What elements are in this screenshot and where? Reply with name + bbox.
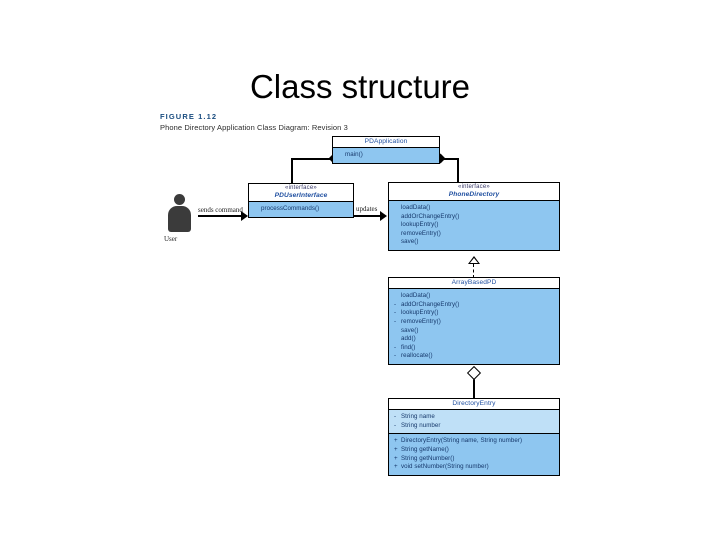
- class-member: -lookupEntry(): [394, 309, 555, 318]
- class-header-arraybasedpd: ArrayBasedPD: [389, 278, 559, 290]
- class-box-directoryentry: DirectoryEntry -String name -String numb…: [388, 398, 560, 476]
- class-member: +DirectoryEntry(String name, String numb…: [394, 437, 555, 446]
- class-member: +void setNumber(String number): [394, 463, 555, 472]
- realization-line: [473, 264, 474, 278]
- connector-pdapplication-stem-left: [291, 160, 293, 183]
- member-visibility: -: [394, 352, 397, 360]
- class-diagram-figure: FIGURE 1.12 Phone Directory Application …: [160, 112, 560, 497]
- member-text: add(): [401, 335, 416, 343]
- member-text: save(): [401, 238, 419, 246]
- member-visibility: +: [394, 454, 398, 462]
- member-text: removeEntry(): [401, 229, 441, 237]
- association-arrow-user: [241, 211, 248, 221]
- class-member: removeEntry(): [394, 230, 555, 239]
- class-member: main(): [338, 151, 435, 160]
- member-text: lookupEntry(): [401, 221, 439, 229]
- class-operations-arraybasedpd: loadData() -addOrChangeEntry() -lookupEn…: [389, 289, 559, 364]
- association-arrow-updates: [380, 211, 387, 221]
- class-operations-pdapplication: main(): [333, 148, 439, 163]
- member-visibility: +: [394, 437, 398, 445]
- realization-triangle: [468, 256, 480, 264]
- member-text: String number: [401, 421, 441, 429]
- class-operations-phonedirectory: loadData() addOrChangeEntry() lookupEntr…: [389, 201, 559, 250]
- aggregation-diamond: [466, 365, 482, 381]
- connector-pdapplication-bus-left: [291, 158, 334, 160]
- class-name-arraybasedpd: ArrayBasedPD: [451, 279, 497, 286]
- class-member: save(): [394, 327, 555, 336]
- class-header-pdapplication: PDApplication: [333, 137, 439, 149]
- member-text: find(): [401, 343, 416, 351]
- edge-label-sends-command: sends command: [198, 206, 243, 214]
- class-member: save(): [394, 238, 555, 247]
- member-visibility: -: [394, 318, 397, 326]
- class-member: -removeEntry(): [394, 318, 555, 327]
- person-icon-head: [174, 194, 185, 205]
- figure-caption: Phone Directory Application Class Diagra…: [160, 123, 348, 132]
- actor-label: User: [164, 235, 178, 243]
- class-member: addOrChangeEntry(): [394, 213, 555, 222]
- class-header-phonedirectory: «interface» PhoneDirectory: [389, 183, 559, 202]
- page-title: Class structure: [249, 68, 471, 105]
- figure-number: FIGURE 1.12: [160, 112, 218, 121]
- member-text: String name: [401, 413, 435, 421]
- aggregation-line: [473, 378, 475, 398]
- class-member: -String number: [394, 422, 555, 431]
- member-text: removeEntry(): [401, 318, 441, 326]
- connector-pdapplication-bus-right: [438, 158, 459, 160]
- member-text: String getName(): [401, 446, 449, 454]
- class-box-pdapplication: PDApplication main(): [332, 136, 440, 164]
- member-visibility: -: [394, 413, 397, 421]
- person-icon-body: [168, 206, 191, 232]
- class-member: +String getName(): [394, 446, 555, 455]
- member-text: String getNumber(): [401, 454, 455, 462]
- class-member: add(): [394, 335, 555, 344]
- class-member: loadData(): [394, 204, 555, 213]
- actor-user: User: [164, 194, 198, 246]
- member-visibility: -: [394, 300, 397, 308]
- connector-user-to-ui: [198, 215, 243, 217]
- member-text: lookupEntry(): [401, 309, 439, 317]
- class-member: -addOrChangeEntry(): [394, 301, 555, 310]
- class-name-pdapplication: PDApplication: [364, 138, 408, 145]
- member-visibility: -: [394, 343, 397, 351]
- class-header-pduserinterface: «interface» PDUserInterface: [249, 184, 353, 203]
- class-member: +String getNumber(): [394, 455, 555, 464]
- class-stereotype-phonedirectory: «interface»: [458, 184, 490, 190]
- edge-label-updates: updates: [356, 205, 378, 213]
- member-text: loadData(): [401, 204, 431, 212]
- member-text: processCommands(): [261, 205, 320, 213]
- class-name-phonedirectory: PhoneDirectory: [448, 190, 500, 198]
- member-text: reallocate(): [401, 352, 433, 360]
- class-box-phonedirectory: «interface» PhoneDirectory loadData() ad…: [388, 182, 560, 251]
- class-stereotype-pduserinterface: «interface»: [285, 185, 317, 191]
- member-visibility: +: [394, 446, 398, 454]
- class-operations-directoryentry: +DirectoryEntry(String name, String numb…: [389, 433, 559, 475]
- member-text: void setNumber(String number): [401, 463, 489, 471]
- class-header-directoryentry: DirectoryEntry: [389, 399, 559, 411]
- class-name-pduserinterface: PDUserInterface: [274, 191, 328, 199]
- member-text: loadData(): [401, 292, 431, 300]
- class-attributes-directoryentry: -String name -String number: [389, 410, 559, 434]
- connector-ui-to-directory: [354, 215, 382, 217]
- member-text: save(): [401, 326, 419, 334]
- class-member: lookupEntry(): [394, 221, 555, 230]
- class-member: -find(): [394, 344, 555, 353]
- class-member: -reallocate(): [394, 352, 555, 361]
- member-visibility: +: [394, 463, 398, 471]
- class-operations-pduserinterface: processCommands(): [249, 202, 353, 217]
- class-member: loadData(): [394, 292, 555, 301]
- member-visibility: -: [394, 309, 397, 317]
- class-box-pduserinterface: «interface» PDUserInterface processComma…: [248, 183, 354, 218]
- member-text: addOrChangeEntry(): [401, 212, 460, 220]
- connector-pdapplication-stem-right: [457, 160, 459, 182]
- member-text: addOrChangeEntry(): [401, 300, 460, 308]
- member-text: main(): [345, 151, 363, 159]
- member-text: DirectoryEntry(String name, String numbe…: [401, 437, 523, 445]
- member-visibility: -: [394, 421, 397, 429]
- class-name-directoryentry: DirectoryEntry: [452, 400, 496, 407]
- class-box-arraybasedpd: ArrayBasedPD loadData() -addOrChangeEntr…: [388, 277, 560, 365]
- class-member: -String name: [394, 413, 555, 422]
- class-member: processCommands(): [254, 205, 349, 214]
